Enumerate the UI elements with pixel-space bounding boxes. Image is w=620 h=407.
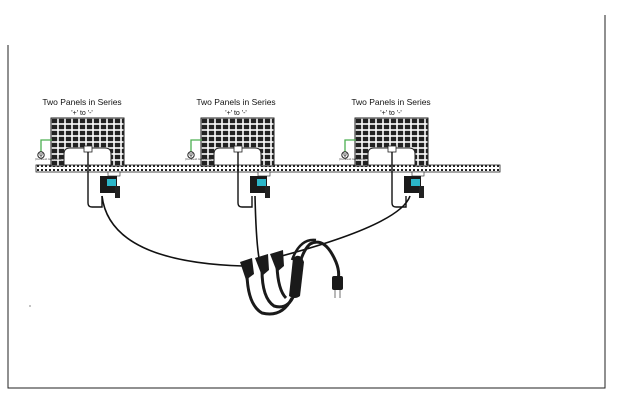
group-title: Two Panels in Series: [351, 97, 430, 107]
group-title: Two Panels in Series: [42, 97, 121, 107]
plug-prongs: [334, 290, 341, 298]
polarity-label: '+' to '-': [225, 110, 247, 117]
ground-label: (Connect to Ground): [185, 157, 212, 161]
ground-label: (Connect to Ground): [35, 157, 62, 161]
polarity-label: '+' to '-': [380, 110, 402, 117]
outlet-plug-3: [270, 250, 284, 272]
group-title: Two Panels in Series: [196, 97, 275, 107]
outlet-plug-2: [255, 254, 269, 276]
ac-plug: [332, 276, 343, 290]
panel-group-2: Two Panels in Series '+' to '-' (Connect…: [185, 97, 276, 208]
frame-border: [7, 15, 606, 389]
polarity-label: '+' to '-': [71, 110, 93, 117]
ac-cable-1: [101, 195, 244, 267]
ac-cable-3: [273, 195, 411, 259]
ac-cable-2: [254, 195, 260, 259]
panel-group-1: Two Panels in Series '+' to '-' (Connect…: [35, 97, 125, 208]
splitter-junction: [289, 255, 304, 298]
ground-label: (Connect to Ground): [339, 157, 366, 161]
panel-group-3: Two Panels in Series '+' to '-' (Connect…: [339, 97, 431, 208]
outlet-plug-1: [240, 258, 254, 280]
y-splitter-cord: [245, 238, 341, 316]
